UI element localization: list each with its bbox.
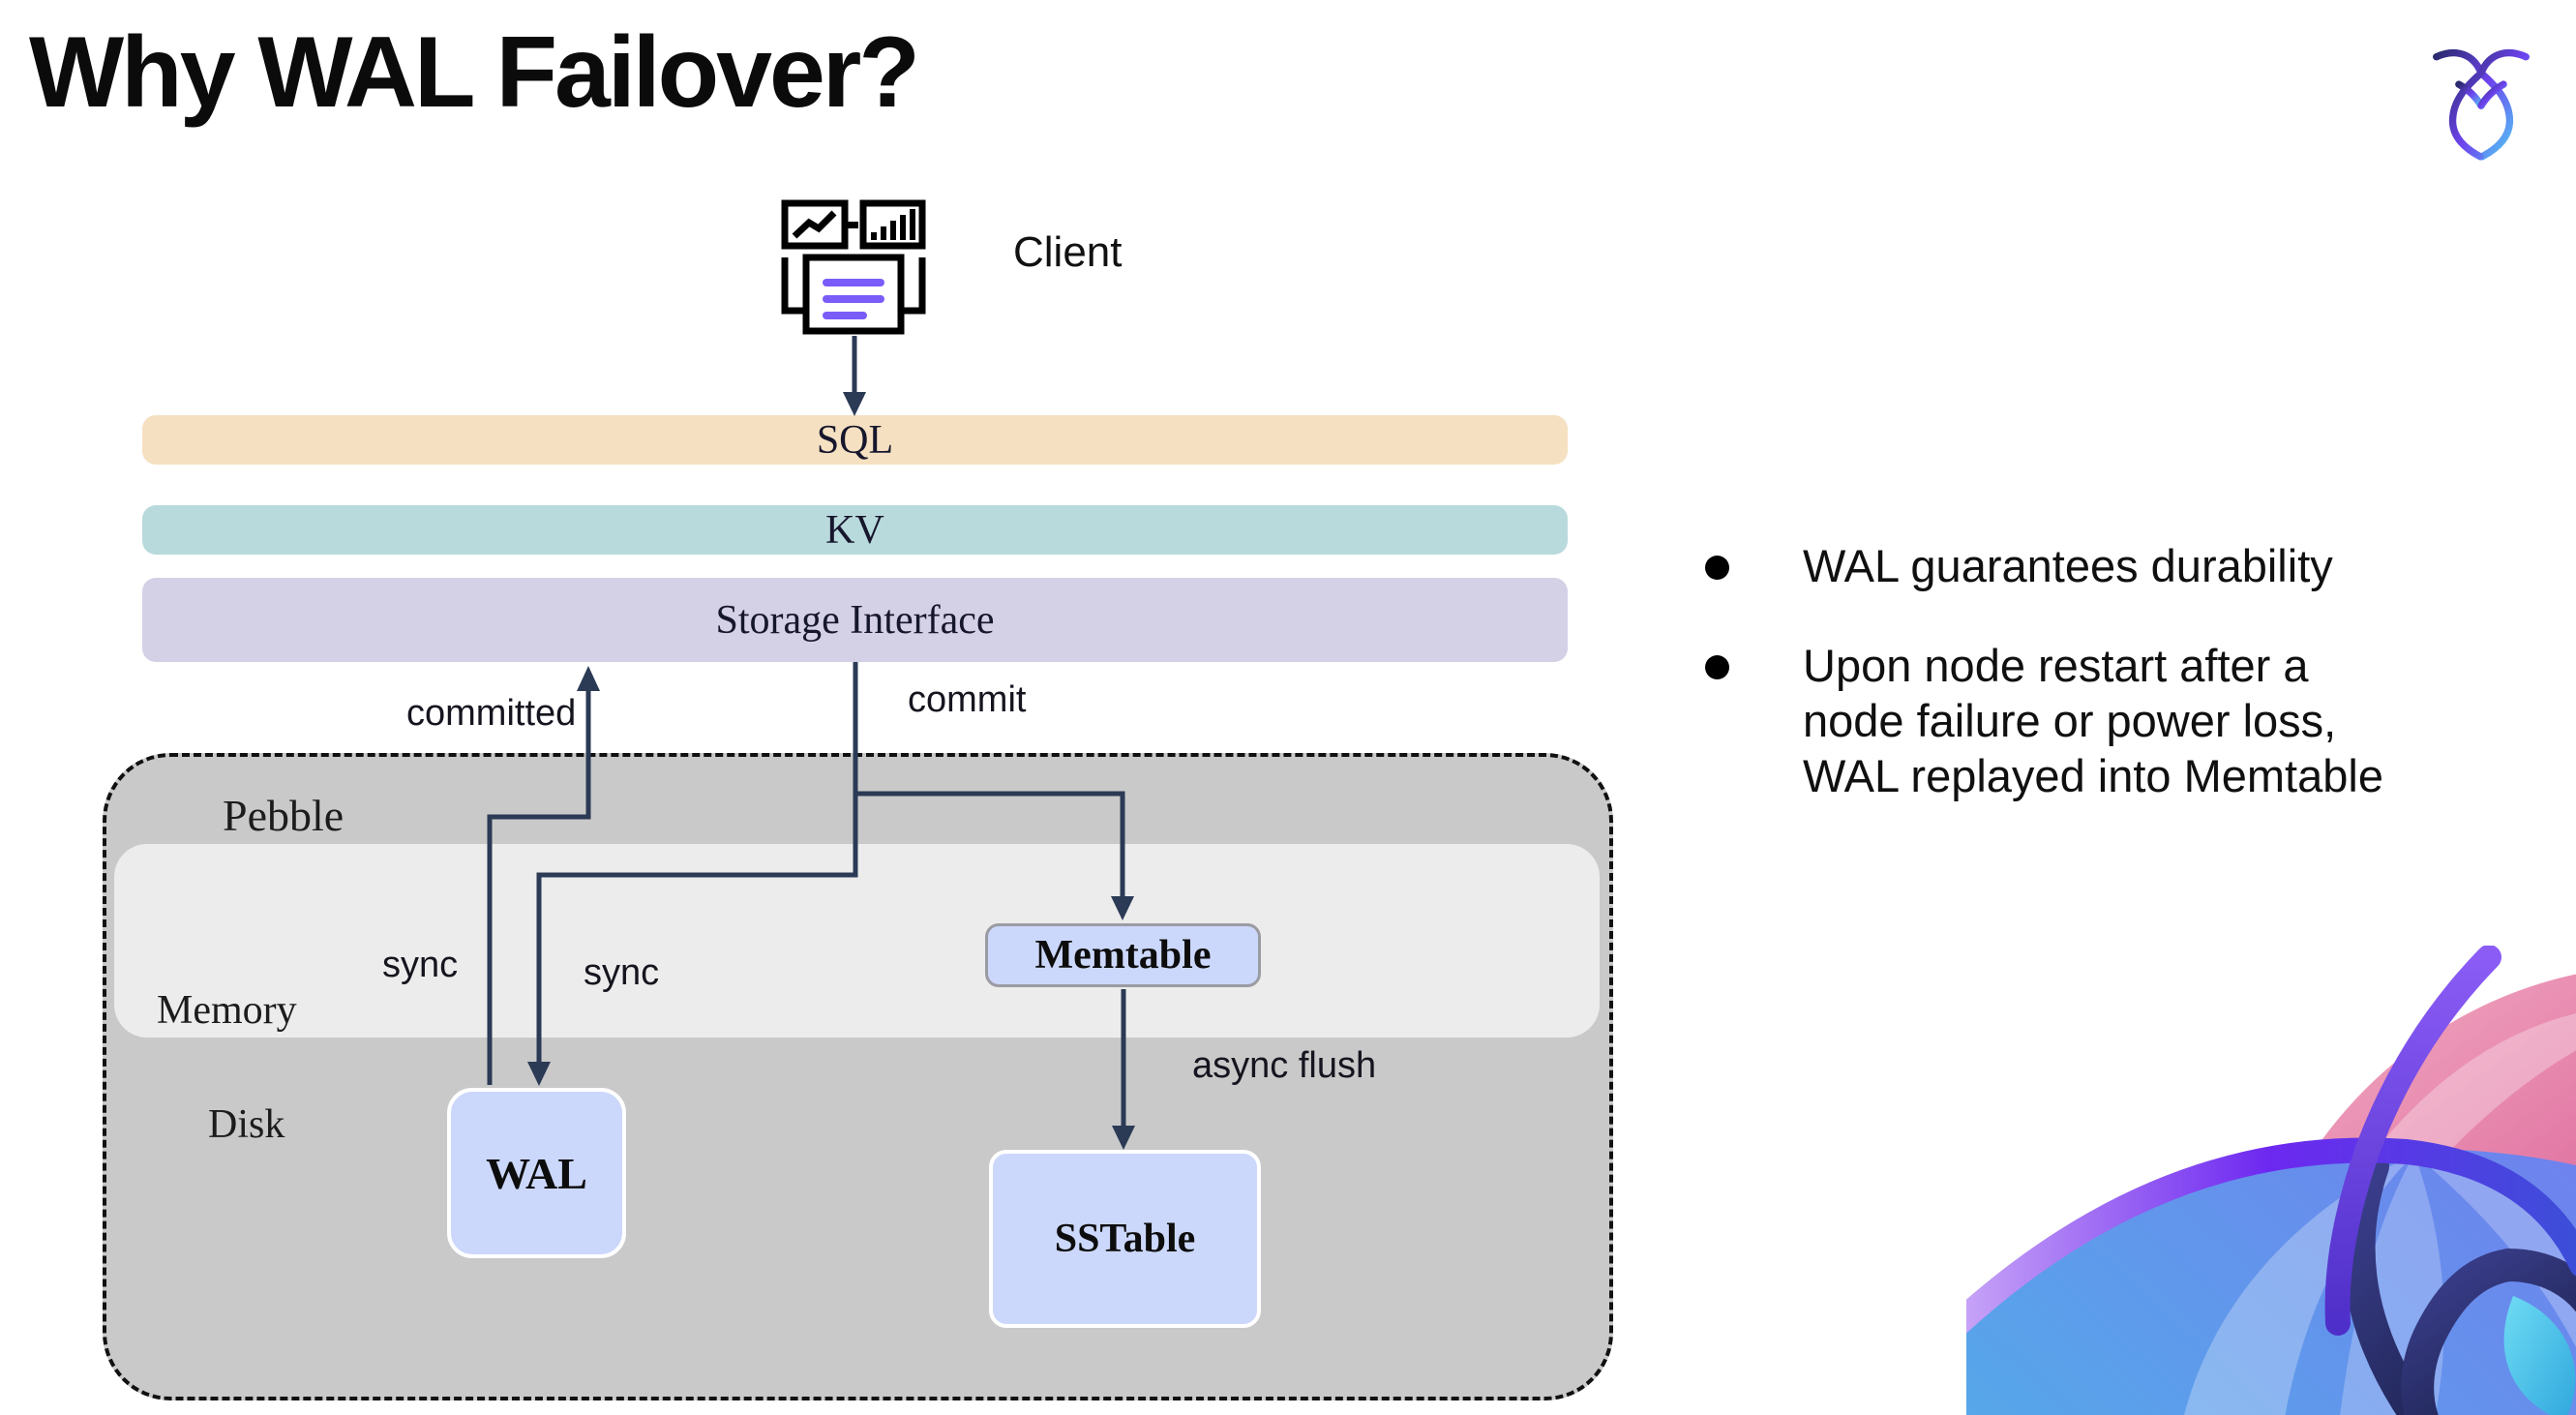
bullet-2-line-2: node failure or power loss, (1803, 695, 2337, 746)
shell-bands (2342, 1150, 2576, 1415)
sstable-node: SSTable (989, 1150, 1261, 1328)
client-icon (781, 199, 926, 335)
pink-highlight (2373, 1013, 2576, 1173)
memtable-node: Memtable (985, 923, 1261, 987)
async-flush-edge-label: async flush (1192, 1045, 1377, 1086)
memory-zone-label: Memory (157, 988, 297, 1033)
layer-storage-interface: Storage Interface (142, 578, 1568, 662)
layer-kv: KV (142, 505, 1568, 555)
bullet-dot (1705, 655, 1729, 679)
dash-connector (848, 222, 858, 228)
document-lines (823, 279, 884, 319)
line-chart-icon (781, 199, 849, 250)
wal-node: WAL (447, 1088, 626, 1258)
pebble-label: Pebble (223, 791, 344, 840)
commit-edge-label: commit (908, 679, 1027, 720)
rim-arcs (1966, 946, 2576, 1336)
list-item: Upon node restart after a node failure o… (1705, 638, 2499, 803)
client-label: Client (1013, 228, 1123, 276)
layer-sql-label: SQL (816, 417, 894, 463)
bullet-list: WAL guarantees durability Upon node rest… (1705, 538, 2499, 848)
page-title: Why WAL Failover? (29, 16, 920, 129)
brand-shell-art (1966, 946, 2576, 1415)
memory-band (114, 844, 1600, 1038)
cockroachdb-logo-icon (2433, 49, 2530, 161)
layer-storage-label: Storage Interface (715, 597, 995, 643)
disk-zone-label: Disk (208, 1102, 285, 1147)
committed-edge-label: committed (406, 693, 577, 734)
sync-left-edge-label: sync (382, 945, 459, 985)
bullet-2-line-1: Upon node restart after a (1803, 640, 2309, 691)
bracket-icons (781, 257, 926, 315)
list-item: WAL guarantees durability (1705, 538, 2499, 593)
document-icon (802, 254, 905, 335)
cyan-leaf (2503, 1296, 2576, 1415)
layer-sql: SQL (142, 415, 1568, 465)
bullet-2-line-3: WAL replayed into Memtable (1803, 750, 2383, 801)
sync-right-edge-label: sync (584, 952, 660, 993)
bullet-1-line-1: WAL guarantees durability (1803, 540, 2333, 591)
chart-bars (871, 209, 915, 240)
chart-zigzag (792, 210, 837, 239)
bullet-dot (1705, 556, 1729, 580)
layer-kv-label: KV (825, 507, 884, 553)
